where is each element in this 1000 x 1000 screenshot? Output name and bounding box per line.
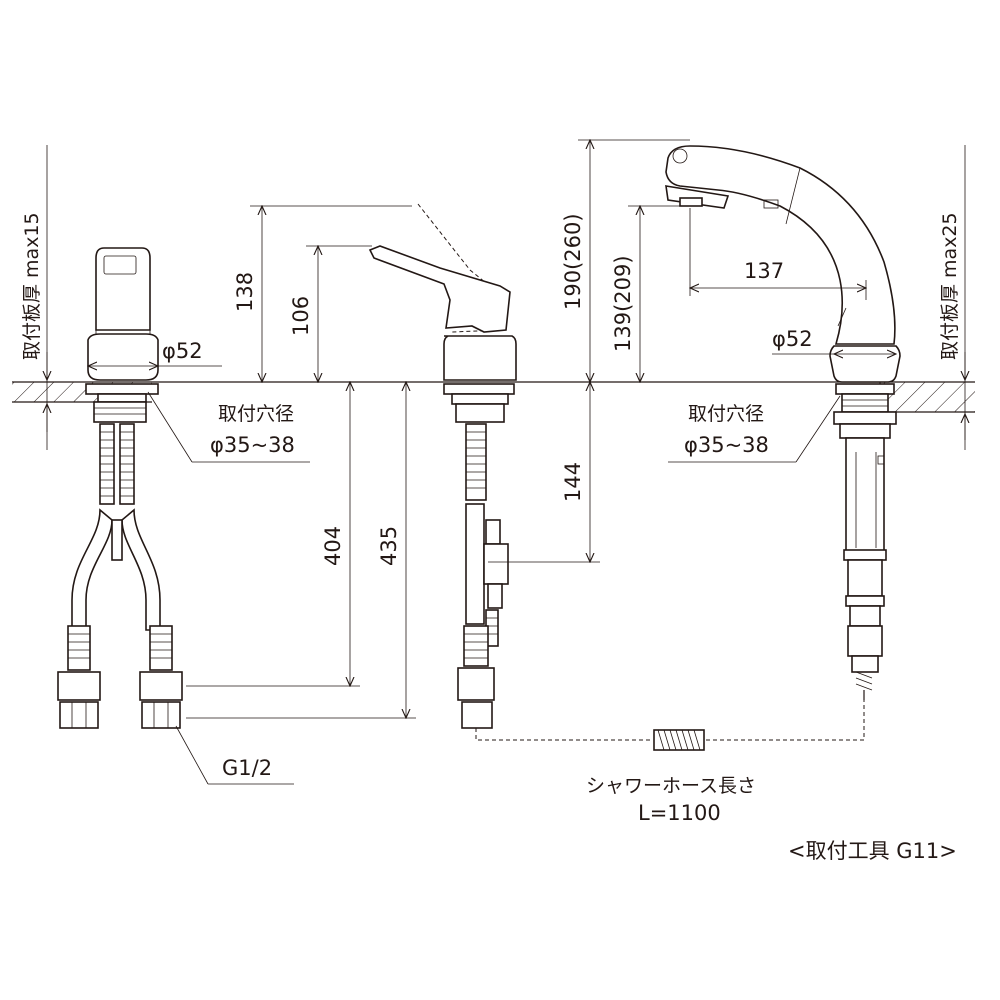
right-plate-thickness-dimension: 取付板厚 max25 (939, 145, 965, 450)
reach-137-label: 137 (744, 259, 784, 283)
right-plate-thickness-label: 取付板厚 max25 (939, 212, 961, 360)
height-190-dimension: 190(260) (561, 140, 690, 382)
depth-435-dimension: 435 (186, 382, 416, 718)
right-diameter-label: φ52 (772, 327, 813, 351)
left-diameter-dimension: φ52 (88, 339, 222, 366)
right-hole-dimension: 取付穴径 φ35~38 (668, 395, 841, 463)
depth-435-label: 435 (377, 526, 401, 566)
left-diameter-label: φ52 (162, 339, 203, 363)
height-139-dimension: 139(209) (611, 206, 680, 382)
depth-404-dimension: 404 (186, 382, 360, 686)
left-hole-diameter: φ35~38 (210, 433, 295, 457)
left-hole-dimension: 取付穴径 φ35~38 (147, 391, 310, 463)
height-106-dimension: 106 (289, 246, 372, 382)
height-139-label: 139(209) (611, 255, 635, 352)
left-plate-thickness-label: 取付板厚 max15 (21, 212, 43, 360)
middle-faucet-side (368, 203, 517, 729)
height-138-label: 138 (233, 272, 257, 312)
depth-144-dimension: 144 (488, 382, 600, 562)
shower-hose: シャワーホース長さ L=1100 (475, 700, 865, 825)
height-106-label: 106 (289, 296, 313, 336)
shower-hose-length: L=1100 (638, 801, 721, 825)
tool-caption: <取付工具 G11> (788, 839, 957, 863)
height-138-dimension: 138 (233, 206, 412, 382)
left-faucet-front (57, 247, 183, 729)
shower-hose-label: シャワーホース長さ (586, 775, 756, 797)
right-hole-diameter: φ35~38 (684, 433, 769, 457)
left-thread-label: G1/2 (222, 756, 272, 780)
right-hole-label: 取付穴径 (688, 403, 764, 425)
reach-137-dimension: 137 (690, 208, 866, 300)
depth-144-label: 144 (561, 462, 585, 502)
left-hole-label: 取付穴径 (218, 403, 294, 425)
left-thread-dimension: G1/2 (175, 725, 294, 785)
depth-404-label: 404 (321, 526, 345, 566)
right-diameter-dimension: φ52 (772, 327, 896, 354)
left-plate-thickness-dimension: 取付板厚 max15 (21, 145, 47, 450)
height-190-label: 190(260) (561, 213, 585, 310)
